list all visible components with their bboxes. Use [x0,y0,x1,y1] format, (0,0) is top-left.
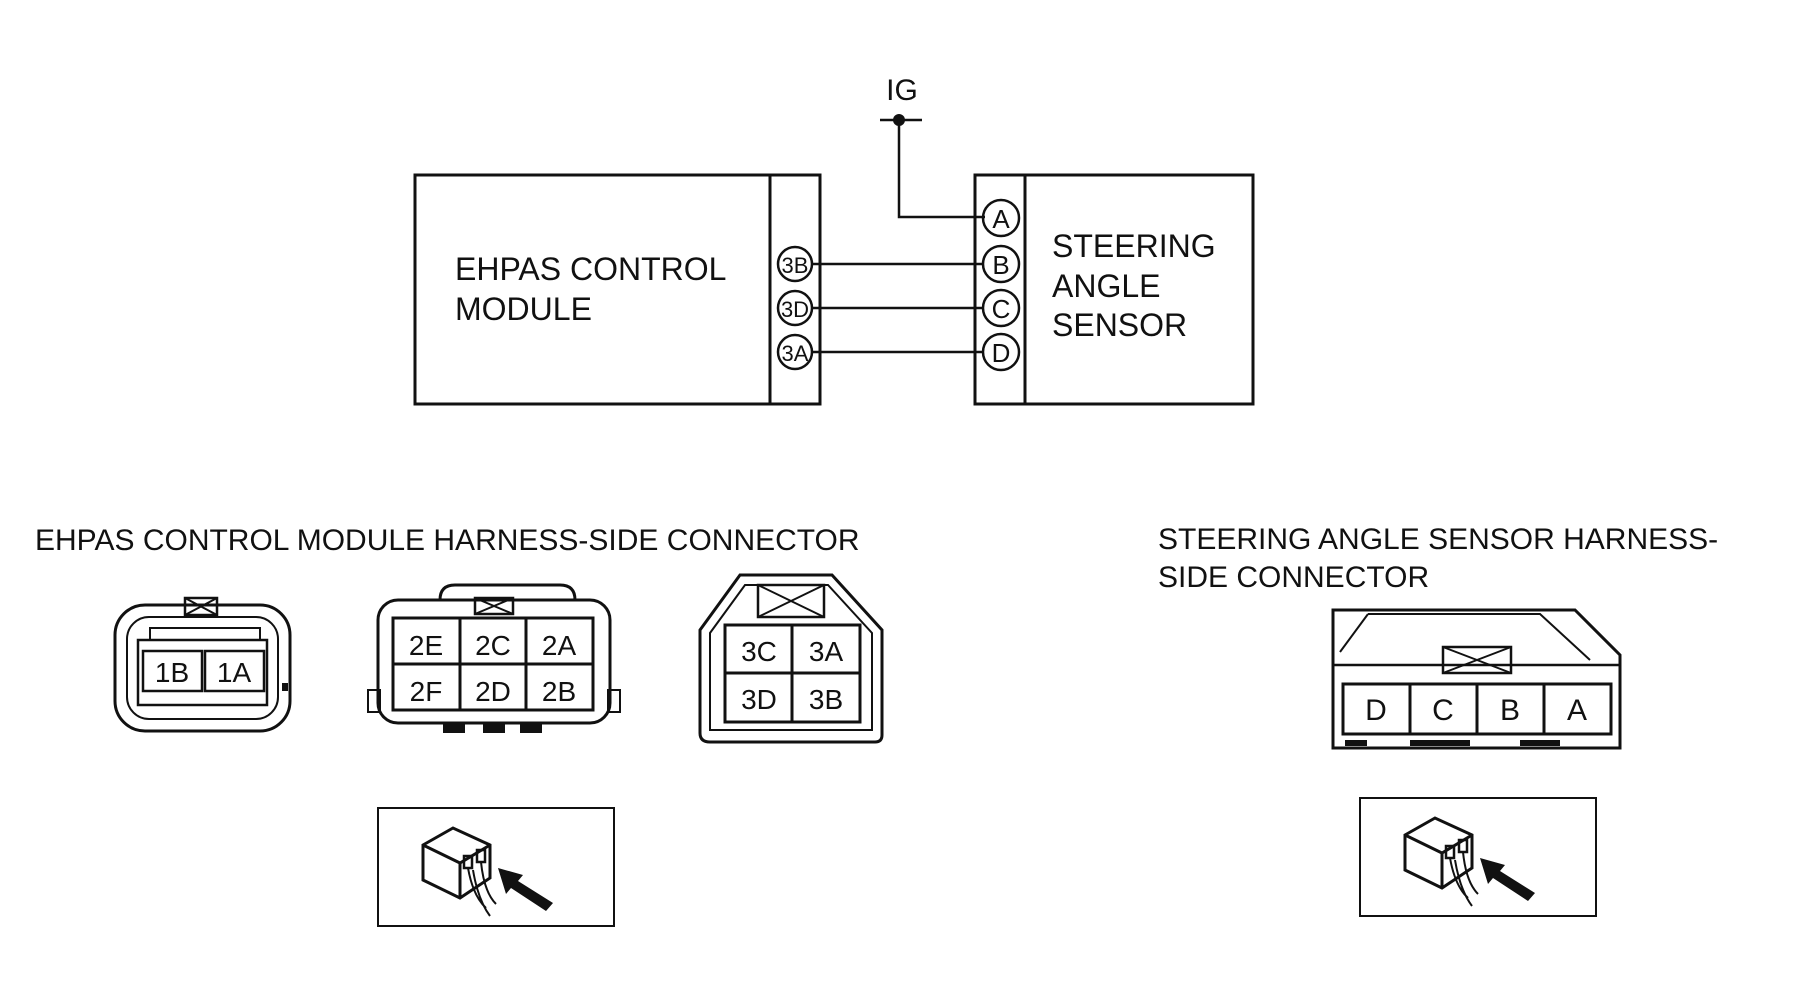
svg-text:A: A [992,204,1010,234]
module-connector-title: EHPAS CONTROL MODULE HARNESS-SIDE CONNEC… [35,524,860,557]
svg-text:3B: 3B [782,253,809,278]
pin-2a: 2A [542,630,577,661]
svg-text:3D: 3D [781,297,809,322]
pin-2d: 2D [475,676,511,707]
svg-text:B: B [992,250,1009,280]
sensor-label-line1: STEERING [1052,228,1216,264]
pin-1b: 1B [155,657,189,688]
svg-text:D: D [992,338,1011,368]
sensor-connector-title-line2: SIDE CONNECTOR [1158,561,1429,594]
module-label-line2: MODULE [455,291,592,327]
ig-wire [897,120,985,219]
svg-text:3A: 3A [782,341,809,366]
module-pin-3d: 3D [776,289,814,327]
svg-text:C: C [992,294,1011,324]
sensor-pin-c-face: C [1432,694,1454,727]
sensor-pin-d-face: D [1365,694,1387,727]
module-label-line1: EHPAS CONTROL [455,251,726,287]
ig-supply: IG [880,74,985,219]
pin-3d: 3D [741,684,777,715]
harness-side-connector-icon [1359,797,1597,917]
connector-2: 2E 2C 2A 2F 2D 2B [367,583,621,733]
pin-3c: 3C [741,636,777,667]
pin-2e: 2E [409,630,443,661]
module-pin-3a: 3A [776,333,814,371]
connector-1: 1B 1A [113,596,292,733]
sensor-pin-a-face: A [1567,694,1587,727]
sensor-pin-a: A [981,198,1021,238]
ig-label: IG [886,74,918,107]
sensor-pin-b-face: B [1500,694,1520,727]
pin-3b: 3B [809,684,843,715]
signal-wires [812,262,983,354]
pin-2f: 2F [410,676,443,707]
pin-1a: 1A [217,657,252,688]
sensor-pin-c: C [981,288,1021,328]
connector-3: 3C 3A 3D 3B [698,573,884,744]
sensor-label-line2: ANGLE [1052,268,1160,304]
harness-side-connector-icon [377,807,615,927]
pin-2c: 2C [475,630,511,661]
sensor-label-line3: SENSOR [1052,307,1187,343]
pin-2b: 2B [542,676,576,707]
ehpas-control-module: EHPAS CONTROL MODULE 3B 3D 3A [413,173,822,406]
sensor-connector-title-line1: STEERING ANGLE SENSOR HARNESS- [1158,523,1718,556]
sensor-connector: D C B A [1331,608,1622,750]
pin-3a: 3A [809,636,844,667]
module-pin-3b: 3B [776,245,814,283]
sensor-pin-b: B [981,244,1021,284]
sensor-pin-d: D [981,332,1021,372]
steering-angle-sensor: STEERING ANGLE SENSOR A B C D [973,173,1255,406]
